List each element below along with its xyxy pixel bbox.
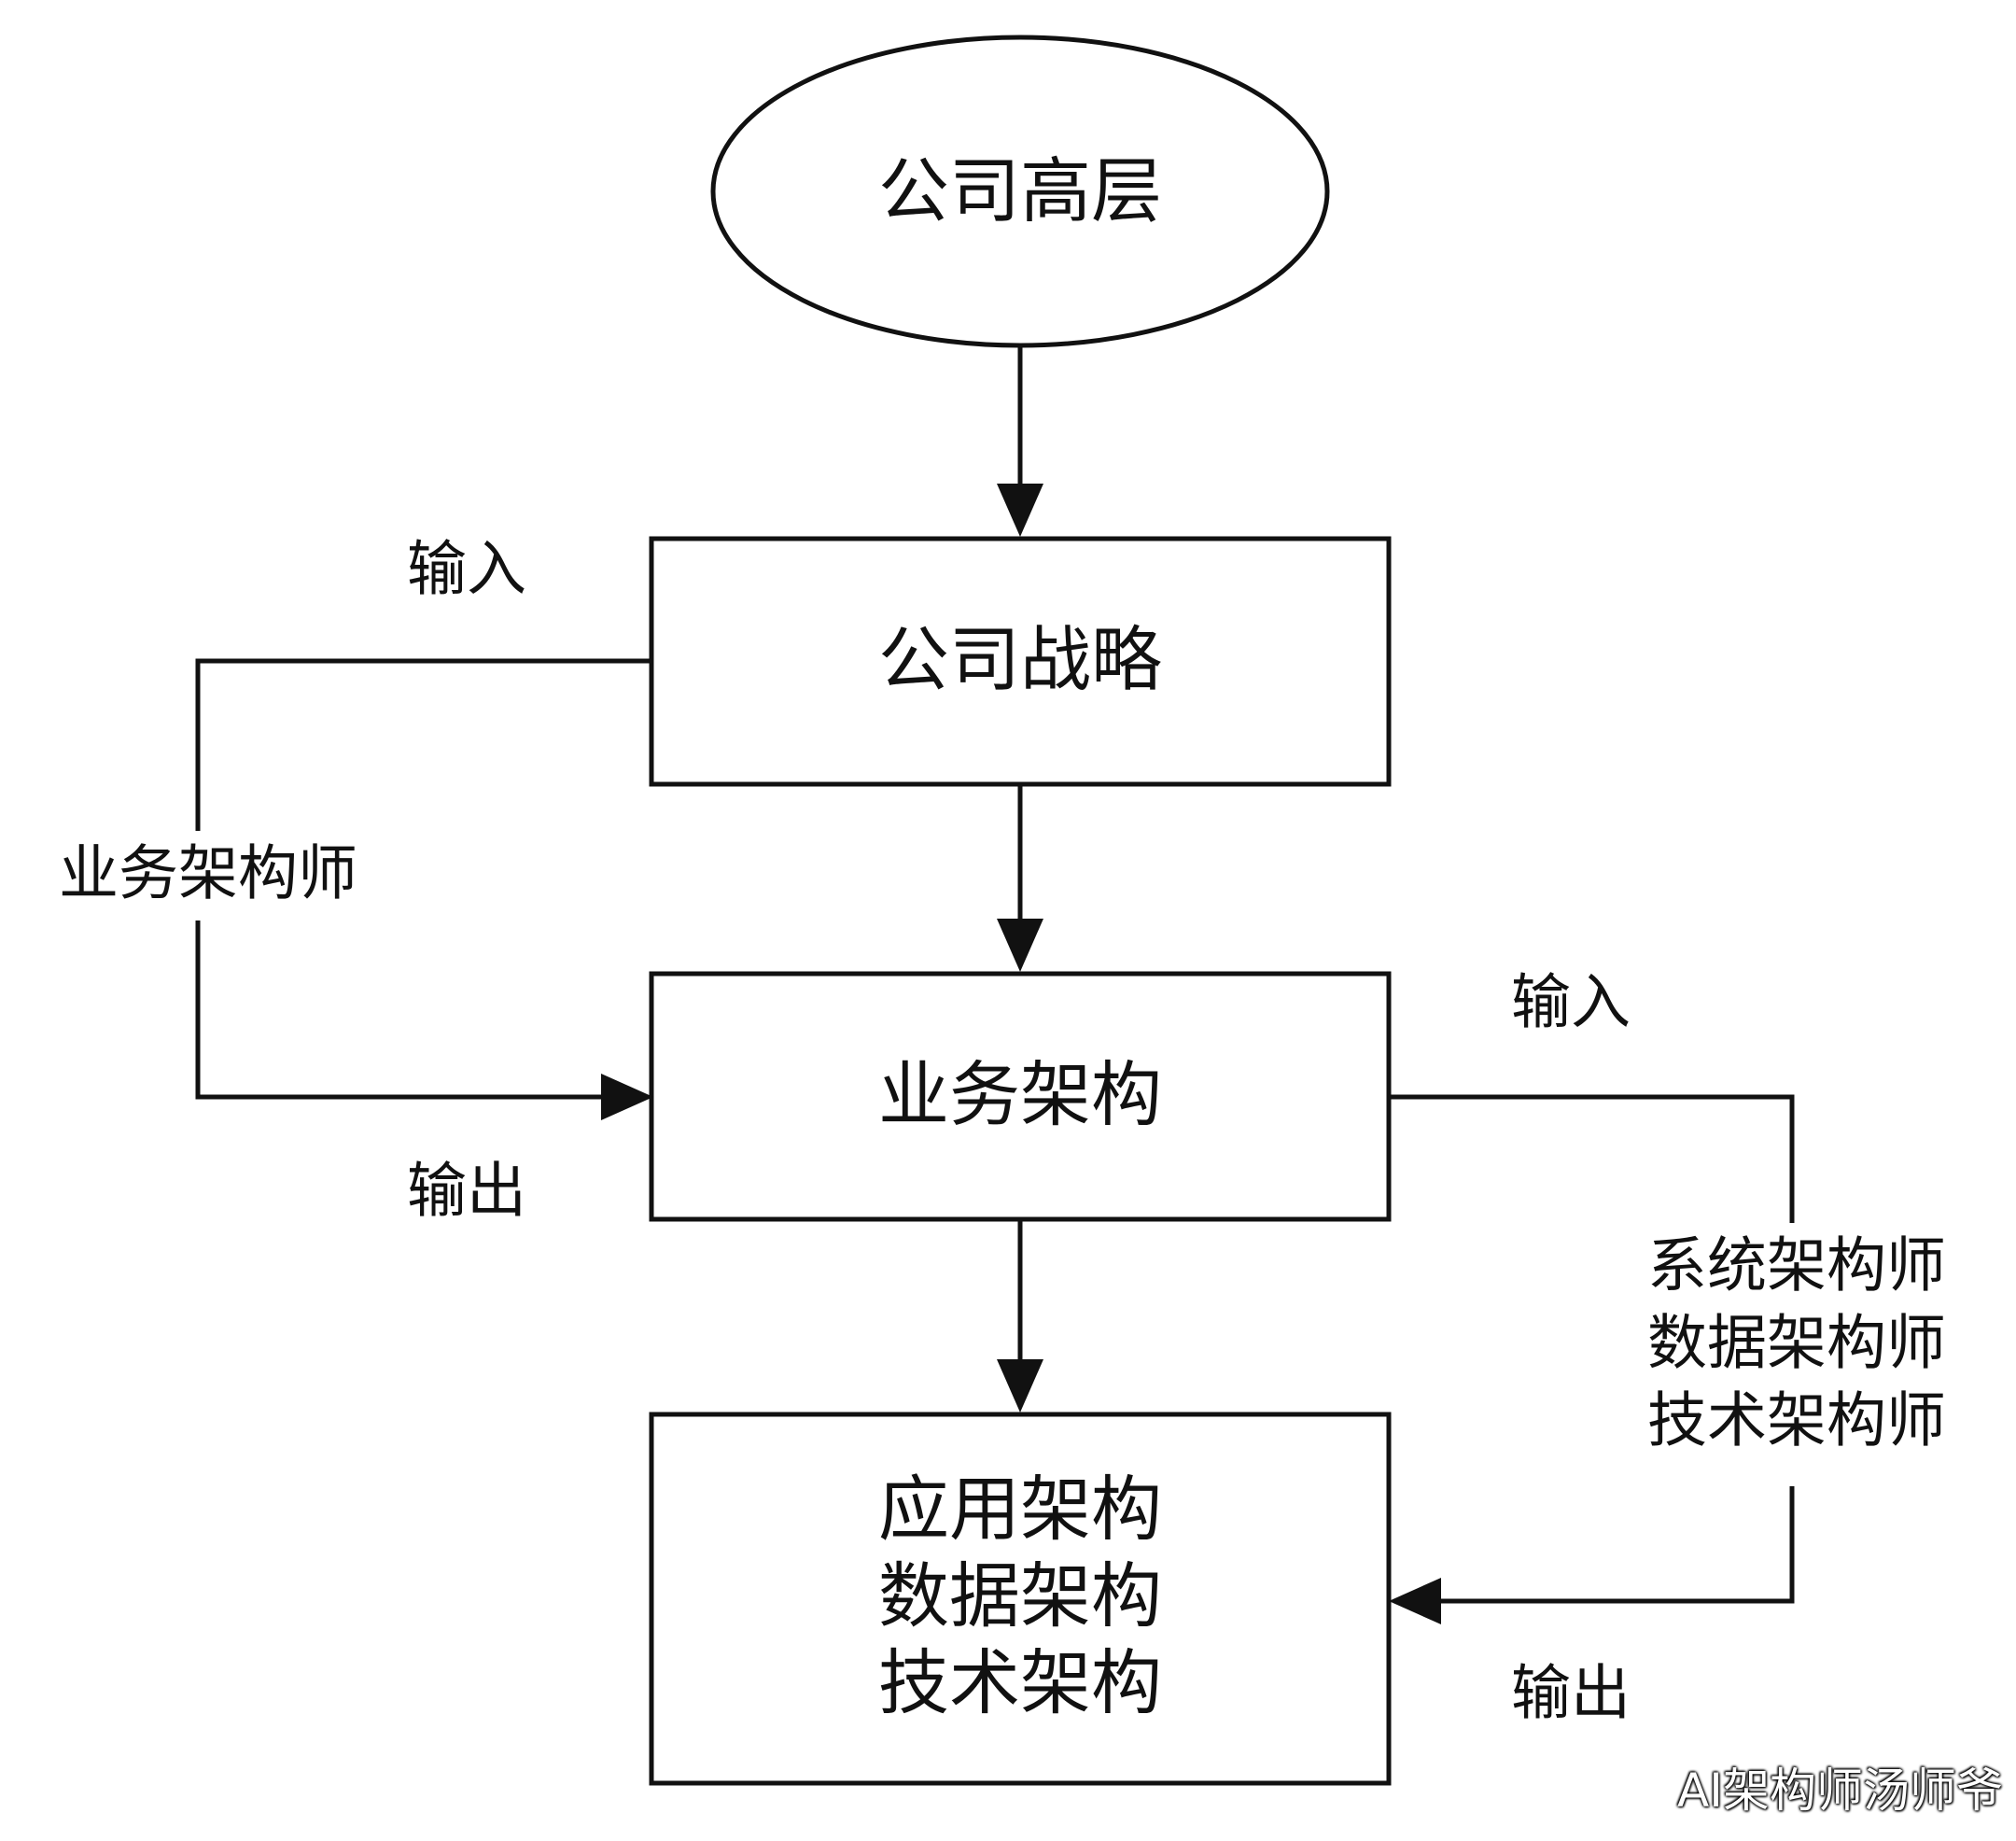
- node-company-strategy: 公司战略: [649, 536, 1392, 787]
- node-architectures: 应用架构 数据架构 技术架构: [649, 1412, 1392, 1786]
- node-company-strategy-label: 公司战略: [878, 618, 1162, 701]
- node-architectures-line-3: 技术架构: [878, 1641, 1162, 1724]
- right-role-label-3: 技术架构师: [1647, 1387, 1946, 1456]
- node-business-architecture: 业务架构: [649, 971, 1392, 1222]
- right-input-label: 输入: [1511, 969, 1631, 1038]
- node-company-leadership-label: 公司高层: [878, 149, 1162, 232]
- right-role-label-1: 系统架构师: [1647, 1232, 1946, 1301]
- left-output-label: 输出: [407, 1158, 526, 1227]
- node-business-architecture-label: 业务架构: [878, 1053, 1162, 1136]
- rect-shape: [649, 536, 1392, 787]
- node-architectures-line-2: 数据架构: [878, 1554, 1162, 1637]
- left-loop-business-architect: 业务架构师 输入 输出: [35, 536, 653, 1227]
- arrow-strategy-to-business: [997, 784, 1043, 972]
- label-background: [35, 831, 381, 920]
- watermark-text: AI架构师汤师爷: [1677, 1764, 2003, 1818]
- arrowhead-down-icon: [997, 484, 1043, 537]
- arrow-leadership-to-strategy: [997, 345, 1043, 537]
- left-input-label: 输入: [407, 536, 526, 605]
- arrowhead-left-icon: [1389, 1578, 1441, 1624]
- label-background: [1619, 1223, 1974, 1486]
- right-role-label-2: 数据架构师: [1647, 1310, 1946, 1379]
- rect-shape: [649, 1412, 1392, 1786]
- arrow-business-to-architectures: [997, 1219, 1043, 1412]
- left-role-label: 业务架构师: [59, 840, 357, 909]
- right-output-label: 输出: [1511, 1660, 1631, 1729]
- node-architectures-line-1: 应用架构: [878, 1468, 1162, 1551]
- arrowhead-down-icon: [997, 1359, 1043, 1412]
- arrowhead-right-icon: [601, 1074, 653, 1120]
- arrowhead-down-icon: [997, 919, 1043, 972]
- node-company-leadership: 公司高层: [710, 35, 1330, 348]
- right-loop-architects: 系统架构师 数据架构师 技术架构师 输入 输出: [1389, 969, 1974, 1729]
